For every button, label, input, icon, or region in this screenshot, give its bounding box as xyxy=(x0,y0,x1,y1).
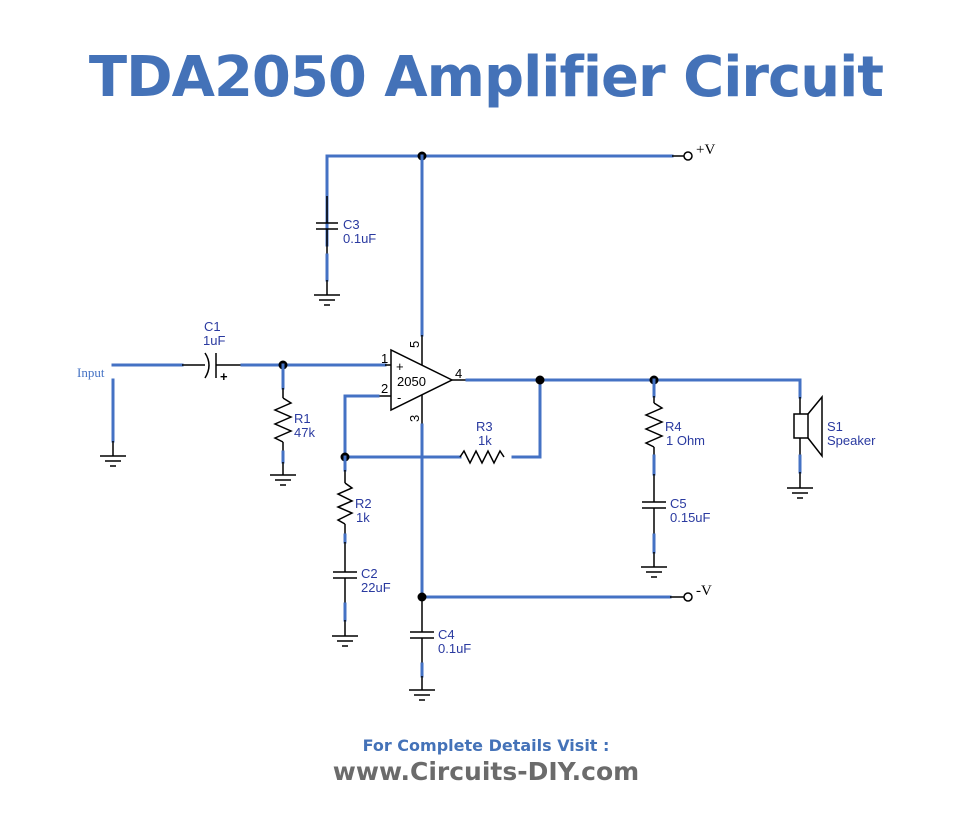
junction-dot xyxy=(535,375,545,385)
ground-icon xyxy=(99,455,127,467)
r1-value: 47k xyxy=(294,425,315,440)
s1-value: Speaker xyxy=(827,433,876,448)
r1-ref: R1 xyxy=(294,411,311,426)
speaker-s1: S1 Speaker xyxy=(786,394,876,499)
c1-value: 1uF xyxy=(203,333,225,348)
c4-value: 0.1uF xyxy=(438,641,471,656)
c2-value: 22uF xyxy=(361,580,391,595)
ground-icon xyxy=(269,474,297,486)
resistor-r3: R3 1k xyxy=(459,378,542,465)
resistor-r4: R4 1 Ohm xyxy=(644,378,705,476)
capacitor-c3: C3 0.1uF xyxy=(313,196,376,306)
resistor-r1: R1 47k xyxy=(269,363,315,486)
speaker-icon xyxy=(793,413,809,439)
wire-pin2 xyxy=(343,394,462,459)
c4-ref: C4 xyxy=(438,627,455,642)
r4-ref: R4 xyxy=(665,419,682,434)
c5-ref: C5 xyxy=(670,496,687,511)
pin-4-label: 4 xyxy=(455,366,462,381)
vpos-rail: +V xyxy=(325,142,715,337)
capacitor-c4: C4 0.1uF xyxy=(408,600,471,701)
r2-value: 1k xyxy=(356,510,370,525)
input-section: Input xyxy=(77,363,184,467)
vneg-label: -V xyxy=(696,583,712,599)
wire-output xyxy=(465,378,802,399)
footer-visit-text: For Complete Details Visit : xyxy=(362,736,610,755)
pin-1-label: 1 xyxy=(381,351,388,366)
page-title: TDA2050 Amplifier Circuit xyxy=(88,45,884,110)
c5-value: 0.15uF xyxy=(670,510,711,525)
pin-5-label: 5 xyxy=(407,341,422,348)
capacitor-c2: C2 22uF xyxy=(331,542,391,647)
ground-icon xyxy=(408,689,436,701)
resistor-r2: R2 1k xyxy=(336,455,372,544)
pin-3-label: 3 xyxy=(407,415,422,422)
tda2050-ic: + - 2050 1 2 4 5 3 xyxy=(378,335,467,425)
s1-ref: S1 xyxy=(827,419,843,434)
vpos-label: +V xyxy=(696,142,715,158)
r2-ref: R2 xyxy=(355,496,372,511)
ground-icon xyxy=(786,487,814,499)
ic-plus: + xyxy=(396,359,404,374)
ground-icon xyxy=(313,294,341,306)
capacitor-c1: + C1 1uF xyxy=(182,319,242,384)
pin-2-label: 2 xyxy=(381,381,388,396)
c2-ref: C2 xyxy=(361,566,378,581)
vneg-terminal xyxy=(683,592,693,602)
capacitor-c5: C5 0.15uF xyxy=(640,474,711,578)
ic-name: 2050 xyxy=(397,374,426,389)
vpos-terminal xyxy=(683,151,693,161)
c1-ref: C1 xyxy=(204,319,221,334)
c3-ref: C3 xyxy=(343,217,360,232)
footer-website-link[interactable]: www.Circuits-DIY.com xyxy=(332,757,640,786)
r4-value: 1 Ohm xyxy=(666,433,705,448)
ground-icon xyxy=(331,635,359,647)
c1-polarity: + xyxy=(220,369,228,384)
ic-minus: - xyxy=(397,390,401,405)
r3-value: 1k xyxy=(478,433,492,448)
junction-dot xyxy=(417,592,427,602)
ground-icon xyxy=(640,566,668,578)
input-label: Input xyxy=(77,365,105,380)
c3-value: 0.1uF xyxy=(343,231,376,246)
vneg-rail: -V xyxy=(417,423,712,602)
r3-ref: R3 xyxy=(476,419,493,434)
